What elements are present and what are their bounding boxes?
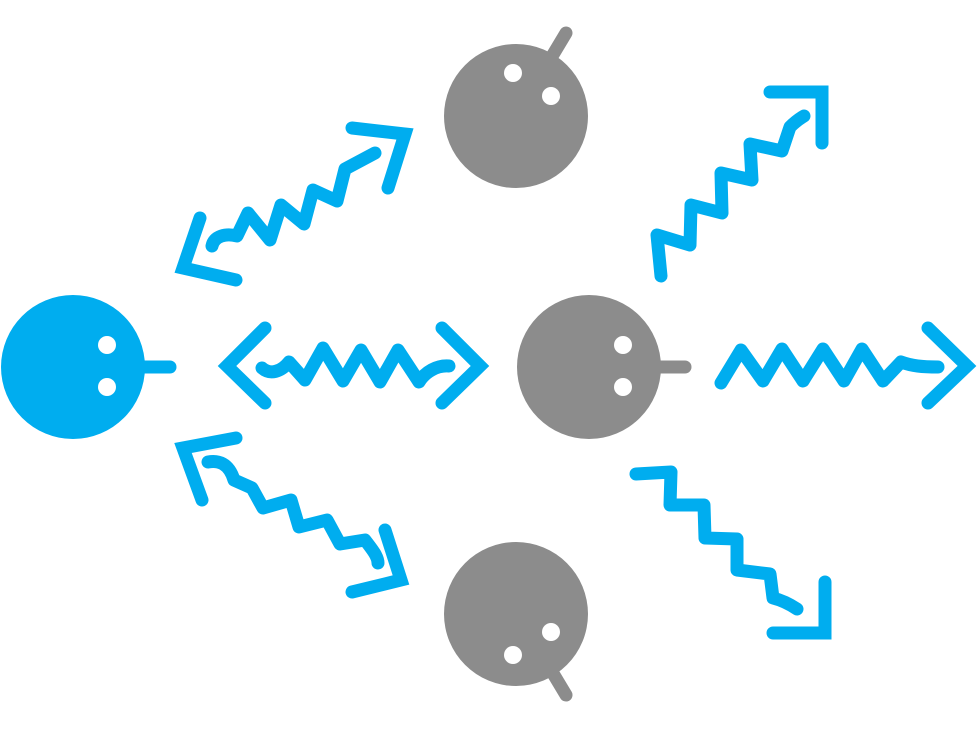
signal-relay-down-right-wave: [629, 465, 804, 616]
signal-relay-right-wave: [714, 342, 945, 390]
relay-agent-body: [517, 295, 661, 439]
relay-agent-eye-bottom: [614, 378, 632, 396]
signal-relay-down-right-arrowhead: [766, 575, 832, 640]
signal-source-to-bottom-arrowhead-start: [174, 431, 243, 507]
relay-agent: [517, 295, 692, 439]
signal-relay-right-arrowhead: [921, 321, 977, 410]
signal-source-to-bottom-arrowhead-end: [345, 523, 410, 599]
top-receiver-body: [444, 44, 588, 188]
signal-source-to-bottom: [174, 431, 410, 599]
signal-source-to-top-arrowhead-end: [345, 121, 414, 195]
signal-relay-up-right-wave: [650, 109, 811, 283]
signal-relay-right: [714, 321, 977, 410]
bottom-receiver-eye-left: [504, 646, 522, 664]
signal-relay-up-right-arrowhead: [763, 85, 829, 150]
signal-source-to-top: [174, 121, 414, 287]
relay-agent-eye-top: [614, 336, 632, 354]
top-receiver-eye-right: [542, 87, 560, 105]
top-receiver-eye-left: [504, 64, 522, 82]
signal-relay-down-right: [629, 465, 832, 640]
top-receiver-antenna: [544, 26, 573, 65]
source-agent-eye-bottom: [98, 378, 116, 396]
signal-source-to-bottom-wave: [201, 455, 385, 570]
source-agent-eye-top: [98, 336, 116, 354]
bottom-receiver-body: [444, 542, 588, 686]
signal-source-to-top-wave: [205, 146, 382, 253]
signal-source-to-relay-arrowhead-end: [435, 321, 490, 410]
source-agent-body: [1, 295, 145, 439]
top-receiver-agent: [444, 26, 588, 188]
signal-source-to-top-arrowhead-start: [174, 211, 243, 287]
signal-source-to-relay-arrowhead-start: [217, 321, 272, 410]
signal-relay-up-right: [650, 85, 829, 283]
signal-source-to-relay: [217, 321, 490, 410]
bottom-receiver-eye-right: [542, 623, 560, 641]
signal-source-to-relay-wave: [255, 341, 456, 389]
bottom-receiver-agent: [444, 542, 588, 702]
source-agent: [1, 295, 177, 439]
